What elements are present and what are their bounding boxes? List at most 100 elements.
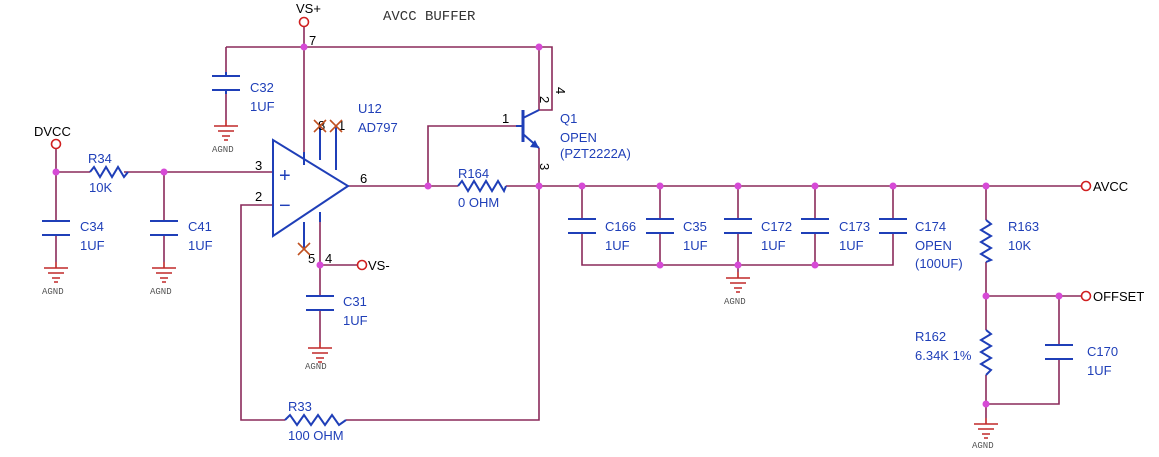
r162-value: 6.34K 1%: [915, 348, 972, 363]
junction-dot: [578, 182, 586, 190]
r163-ref: R163: [1008, 219, 1039, 234]
resistor-r163[interactable]: R163 10K: [979, 219, 1039, 263]
schematic-title: AVCC BUFFER: [383, 9, 476, 25]
c172-ref: C172: [761, 219, 792, 234]
junction-dot: [734, 261, 742, 269]
c170-ref: C170: [1087, 344, 1118, 359]
c31-value: 1UF: [343, 313, 368, 328]
junction-dot: [160, 168, 168, 176]
agnd-label: AGND: [972, 441, 994, 451]
no-connect-mark: [329, 119, 343, 133]
no-connect-mark: [313, 119, 327, 133]
junction-dot: [734, 182, 742, 190]
opamp-plus-sign: +: [279, 165, 291, 187]
junction-dot: [656, 261, 664, 269]
ground-symbol: AGND: [305, 342, 332, 372]
junction-dot: [535, 182, 543, 190]
capacitor-c174[interactable]: C174 OPEN (100UF): [879, 218, 963, 271]
port-vs-minus[interactable]: VS-: [356, 258, 390, 273]
capacitor-c41[interactable]: C41 1UF: [150, 219, 213, 253]
c31-ref: C31: [343, 294, 367, 309]
opamp-part: AD797: [358, 120, 398, 135]
c174-value: OPEN: [915, 238, 952, 253]
r162-ref: R162: [915, 329, 946, 344]
resistor-r34[interactable]: R34 10K: [88, 151, 129, 195]
ground-symbol: AGND: [42, 262, 68, 297]
offset-label: OFFSET: [1093, 289, 1144, 304]
capacitor-c34[interactable]: C34 1UF: [42, 219, 105, 253]
agnd-label: AGND: [305, 362, 327, 372]
c172-value: 1UF: [761, 238, 786, 253]
port-vs-plus[interactable]: VS+: [296, 1, 321, 28]
vs-plus-label: VS+: [296, 1, 321, 16]
r163-value: 10K: [1008, 238, 1031, 253]
capacitor-c166[interactable]: C166 1UF: [568, 218, 636, 253]
agnd-label: AGND: [42, 287, 64, 297]
junction-dot: [656, 182, 664, 190]
r164-ref: R164: [458, 166, 489, 181]
junction-dot: [811, 261, 819, 269]
junction-dot: [889, 182, 897, 190]
r34-value: 10K: [89, 180, 112, 195]
port-avcc[interactable]: AVCC: [1080, 179, 1129, 194]
opamp-pin-5: 5: [308, 251, 315, 266]
q1-pin-4: 4: [553, 87, 568, 94]
c166-ref: C166: [605, 219, 636, 234]
capacitor-c31[interactable]: C31 1UF: [306, 294, 368, 328]
junction-dot: [424, 182, 432, 190]
q1-pin-3: 3: [537, 163, 552, 170]
c166-value: 1UF: [605, 238, 630, 253]
capacitor-c35[interactable]: C35 1UF: [646, 218, 708, 253]
junction-dot: [300, 43, 308, 51]
agnd-label: AGND: [212, 145, 234, 155]
capacitor-c172[interactable]: C172 1UF: [724, 218, 792, 253]
junction-dot: [52, 168, 60, 176]
q1-ref: Q1: [560, 111, 577, 126]
r34-ref: R34: [88, 151, 112, 166]
opamp-pin-7: 7: [309, 33, 316, 48]
junctions: [52, 43, 1063, 408]
c174-extra: (100UF): [915, 256, 963, 271]
opamp-minus-sign: −: [279, 195, 291, 217]
capacitor-c32[interactable]: C32 1UF: [212, 72, 275, 114]
capacitor-c173[interactable]: C173 1UF: [801, 218, 870, 253]
ground-symbol: AGND: [212, 120, 238, 155]
r33-ref: R33: [288, 399, 312, 414]
resistor-r162[interactable]: R162 6.34K 1%: [915, 329, 993, 376]
c32-ref: C32: [250, 80, 274, 95]
agnd-label: AGND: [724, 297, 746, 307]
c34-ref: C34: [80, 219, 104, 234]
dvcc-label: DVCC: [34, 124, 71, 139]
avcc-label: AVCC: [1093, 179, 1128, 194]
transistor-q1[interactable]: 1 2 4 3 Q1 OPEN (PZT2222A): [502, 87, 631, 170]
resistor-r33[interactable]: R33 100 OHM: [284, 399, 347, 443]
c35-value: 1UF: [683, 238, 708, 253]
junction-dot: [811, 182, 819, 190]
c174-ref: C174: [915, 219, 946, 234]
junction-dot: [982, 182, 990, 190]
capacitor-c170[interactable]: C170 1UF: [1045, 344, 1118, 378]
junction-dot: [316, 261, 324, 269]
q1-pin-2: 2: [537, 96, 552, 103]
c32-value: 1UF: [250, 99, 275, 114]
agnd-label: AGND: [150, 287, 172, 297]
r164-value: 0 OHM: [458, 195, 499, 210]
port-offset[interactable]: OFFSET: [1080, 289, 1145, 304]
opamp-ref: U12: [358, 101, 382, 116]
resistor-r164[interactable]: R164 0 OHM: [457, 166, 507, 210]
junction-dot: [535, 43, 543, 51]
q1-part: (PZT2222A): [560, 146, 631, 161]
junction-dot: [982, 292, 990, 300]
opamp-pin-4: 4: [325, 251, 332, 266]
vs-minus-label: VS-: [368, 258, 390, 273]
r33-value: 100 OHM: [288, 428, 344, 443]
opamp-pin-2: 2: [255, 189, 262, 204]
no-connect-mark: [297, 242, 311, 256]
opamp-pin-6: 6: [360, 171, 367, 186]
opamp-u12[interactable]: + − U12 AD797 3 2 6 4 7 8 1 5: [255, 33, 398, 266]
ground-symbol: AGND: [972, 418, 998, 451]
port-dvcc[interactable]: DVCC: [34, 124, 71, 150]
c173-ref: C173: [839, 219, 870, 234]
wires: [55, 27, 1082, 421]
